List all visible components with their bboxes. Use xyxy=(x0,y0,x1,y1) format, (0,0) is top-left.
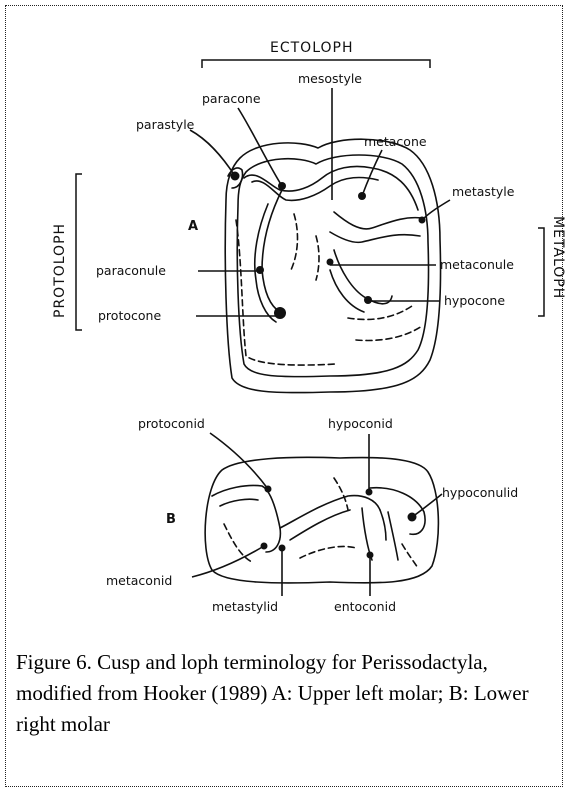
lower-molar-letter: B xyxy=(166,512,176,527)
metaconid-label: metaconid xyxy=(106,573,172,588)
hypoconulid-label: hypoconulid xyxy=(442,485,518,500)
paracone-label: paracone xyxy=(202,91,261,106)
paraconule-dot xyxy=(256,266,264,274)
protocone-dot xyxy=(274,307,286,319)
parastyle-label: parastyle xyxy=(136,117,195,132)
ectoloph-bracket xyxy=(202,60,430,68)
hypoconid-label: hypoconid xyxy=(328,416,393,431)
lower-molar-outline xyxy=(205,457,438,583)
metastyle-label: metastyle xyxy=(452,184,515,199)
protoloph-label: PROTOLOPH xyxy=(52,223,68,318)
protoconid-label: protoconid xyxy=(138,416,205,431)
paraconule-label: paraconule xyxy=(96,263,166,278)
metaloph-label: METALOPH xyxy=(550,216,566,299)
entoconid-label: entoconid xyxy=(334,599,396,614)
upper-leader-lines xyxy=(190,88,450,316)
metacone-label: metacone xyxy=(364,134,427,149)
hypocone-label: hypocone xyxy=(444,293,505,308)
lower-molar-drawing xyxy=(205,457,438,583)
metaconule-label: metaconule xyxy=(440,257,514,272)
metaloph-bracket xyxy=(538,228,544,316)
hypocone-dot xyxy=(364,296,372,304)
upper-molar-drawing xyxy=(225,139,440,392)
protoloph-bracket xyxy=(76,174,82,330)
ectoloph-label: ECTOLOPH xyxy=(270,40,353,56)
mesostyle-label: mesostyle xyxy=(298,71,362,86)
upper-molar-inner-outline xyxy=(237,155,428,377)
figure-caption: Figure 6. Cusp and loph terminology for … xyxy=(16,647,536,740)
lower-cusp-dots xyxy=(261,486,417,559)
protocone-label: protocone xyxy=(98,308,161,323)
upper-molar-outline xyxy=(225,139,440,392)
metastylid-label: metastylid xyxy=(212,599,278,614)
upper-molar-letter: A xyxy=(188,219,198,234)
